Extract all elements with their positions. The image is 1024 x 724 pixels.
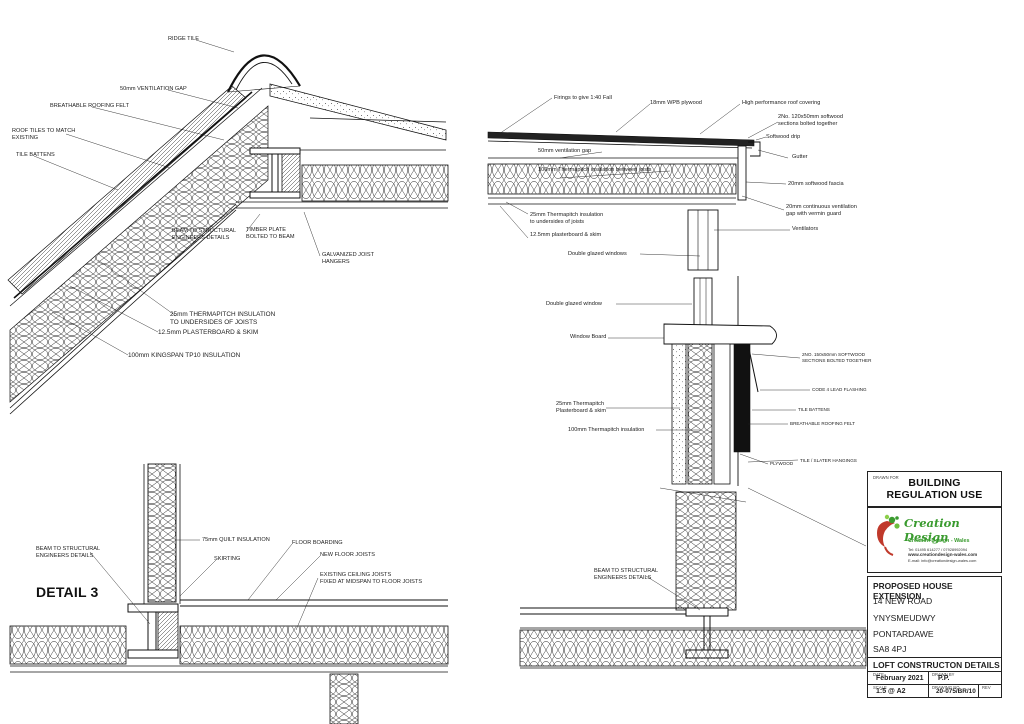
label-plasterboard-12: 12.5mm PLASTERBOARD & SKIM xyxy=(158,329,259,336)
label-hp-roof: High performance roof covering xyxy=(742,100,821,106)
project-title: PROPOSED HOUSE EXTENSION xyxy=(873,581,953,601)
label-softwood-sections: 2No. 120x50mm softwood sections bolted t… xyxy=(778,114,843,127)
company-email: E-mail: info@creationdesign-wales.com xyxy=(908,558,977,563)
drawn-by-label: DRAWN BY xyxy=(932,672,955,677)
drawing-no-value: 20-075/BR/10 xyxy=(936,688,976,695)
label-thermapitch-100: 100mm Thermapitch insulation xyxy=(568,427,645,433)
label-tile-battens: TILE BATTENS xyxy=(16,152,55,158)
label-quilt-insulation: 75mm QUILT INSULATION xyxy=(202,537,270,543)
status-label: DRAWN FOR xyxy=(873,475,899,480)
drawing-no-label: DRAWING NO xyxy=(932,685,960,690)
label-beam-structural-1: BEAM TO STRUCTURAL ENGINEERS DETAILS xyxy=(172,228,237,241)
label-tile-slater: TILE / SLATER HANGINGS xyxy=(800,458,857,463)
label-continuous-vent: 20mm continuous ventilation gap with ver… xyxy=(786,204,857,217)
label-roof-felt-2: BREATHABLE ROOFING FELT xyxy=(790,421,855,426)
label-thermapitch-100-joists: 100mm Thermapitch insulation between joi… xyxy=(538,167,652,173)
label-wbp-plywood: 18mm WPB plywood xyxy=(650,100,702,106)
label-code4-lead: CODE 4 LEAD FLASHING xyxy=(812,387,867,392)
label-beam-structural-3: BEAM TO STRUCTURAL ENGINEERS DETAILS xyxy=(594,568,659,581)
label-plywood: PLYWOOD xyxy=(770,461,794,466)
label-ventilators: Ventilators xyxy=(792,226,819,232)
label-firings: Firings to give 1:40 Fall xyxy=(554,95,612,101)
project-box: PROPOSED HOUSE EXTENSION 14 NEW ROAD YNY… xyxy=(867,576,1002,698)
label-skirting: SKIRTING xyxy=(214,556,241,562)
status-text: BUILDING REGULATION USE xyxy=(886,477,983,501)
flat-roof-detail xyxy=(487,131,761,271)
label-galv-hangers: GALVANIZED JOIST HANGERS xyxy=(322,252,375,265)
label-window-board: Window Board xyxy=(570,334,607,340)
label-tile-battens-2: TILE BATTENS xyxy=(798,407,830,412)
date-value: February 2021 xyxy=(876,675,924,682)
company-tel: Tel: 01495 614277 / 07928992094 xyxy=(908,547,968,552)
label-fascia: 20mm softwood fascia xyxy=(788,181,844,187)
label-thermapitch-25: 25mm THERMAPITCH INSULATION TO UNDERSIDE… xyxy=(170,311,276,326)
label-gutter: Gutter xyxy=(792,154,808,160)
status-box: DRAWN FOR BUILDING REGULATION USE xyxy=(867,471,1002,507)
logo-emblem-icon xyxy=(877,514,900,556)
address-line-3: PONTARDAWE xyxy=(873,629,934,639)
label-ridge-tile: RIDGE TILE xyxy=(168,36,199,42)
wall-window-detail xyxy=(519,276,867,669)
label-vent-gap: 50mm VENTILATION GAP xyxy=(120,86,187,92)
label-softwood-drip: Softwood drip xyxy=(766,134,801,140)
label-beam-structural-2: BEAM TO STRUCTURAL ENGINEERS DETAILS xyxy=(36,546,101,559)
drawing-title: LOFT CONSTRUCTON DETAILS xyxy=(873,660,1000,670)
label-dg-window: Double glazed window xyxy=(546,301,602,307)
label-thermapitch-pb: 25mm Thermapitch Plasterboard & skim xyxy=(556,401,607,414)
scale-value: 1:5 @ A2 xyxy=(876,688,906,695)
ridge-detail xyxy=(7,54,449,415)
label-vent-gap-50: 50mm ventilation gap xyxy=(538,148,592,154)
scale-label: SCALE xyxy=(873,685,887,690)
label-new-floor-joists: NEW FLOOR JOISTS xyxy=(320,552,376,558)
label-thermapitch-25-b: 25mm Thermapitch insulation to underside… xyxy=(530,212,604,225)
label-floor-boarding: FLOOR BOARDING xyxy=(292,540,343,546)
address-line-2: YNYSMEUDWY xyxy=(873,613,936,623)
detail-title: DETAIL 3 xyxy=(36,584,99,600)
company-web: www.creationdesign-wales.com xyxy=(908,552,978,557)
label-roof-felt: BREATHABLE ROOFING FELT xyxy=(50,103,130,109)
label-kingspan-100: 100mm KINGSPAN TP10 INSULATION xyxy=(128,352,241,359)
company-sub: Creation Design - Wales xyxy=(908,538,970,544)
label-roof-tiles: ROOF TILES TO MATCH EXISTING xyxy=(12,128,76,141)
label-existing-joists: EXISTING CEILING JOISTS FIXED AT MIDSPAN… xyxy=(320,572,423,585)
date-label: DATE xyxy=(873,672,884,677)
company-name: Creation Design xyxy=(904,516,960,544)
label-plasterboard-b: 12.5mm plasterboard & skim xyxy=(530,232,602,238)
address-line-4: SA8 4PJ xyxy=(873,644,907,654)
rev-label: REV xyxy=(982,685,991,690)
leader-lines xyxy=(33,39,867,631)
company-logo-box: Creation Design Creation Design - Wales … xyxy=(867,507,1002,573)
address-line-1: 14 NEW ROAD xyxy=(873,596,933,606)
drawn-by-value: P.P. xyxy=(938,675,950,682)
floor-detail xyxy=(9,463,449,724)
label-dg-windows: Double glazed windows xyxy=(568,251,627,257)
label-timber-plate: TIMBER PLATE BOLTED TO BEAM xyxy=(246,227,295,240)
label-softwood-sections-2: 2NO. 150x50mm SOFTWOOD SECTIONS BOLTED T… xyxy=(802,352,872,363)
